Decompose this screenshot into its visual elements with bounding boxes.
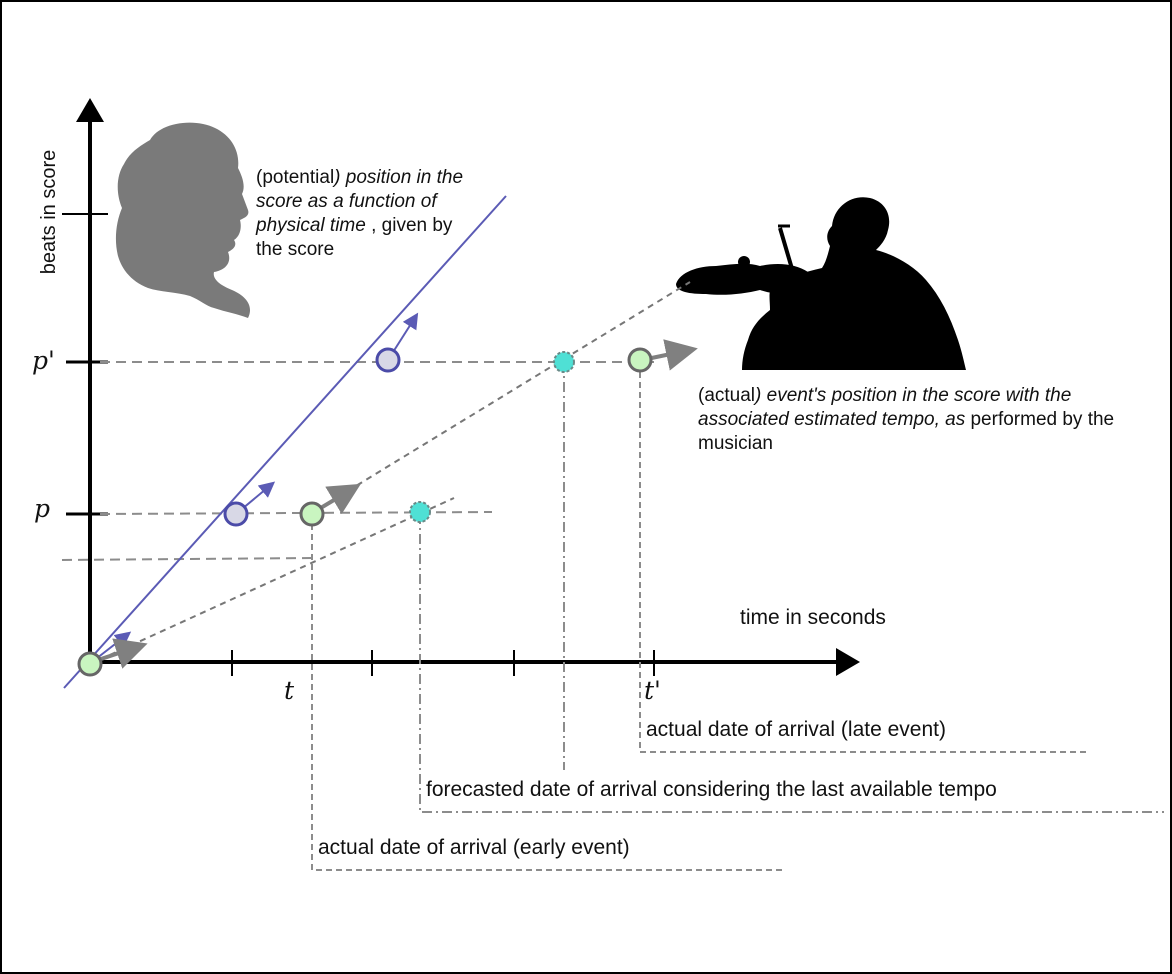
y-axis-label: beats in score [38, 149, 60, 275]
tempo-line-initial [89, 497, 455, 665]
drop-forecast [419, 514, 1164, 813]
early-arrival-label: actual date of arrival (early event) [318, 836, 630, 859]
y-axis [76, 98, 104, 668]
y-tick-label-p: p [34, 494, 51, 523]
tempo-line-updated [309, 281, 691, 515]
x-axis [86, 648, 860, 676]
score-point-p-prime [375, 347, 401, 373]
violinist-silhouette-icon [676, 197, 966, 370]
composer-silhouette-icon [115, 122, 251, 318]
event-point-early [299, 501, 325, 527]
drop-late-arrival [639, 362, 1086, 753]
event-point-late [627, 347, 653, 373]
event-point-origin [77, 651, 103, 677]
x-tick-label-t-prime: t' [644, 676, 661, 705]
forecast-point-p [409, 501, 431, 523]
late-arrival-label: actual date of arrival (late event) [646, 718, 946, 741]
guide-p [99, 511, 493, 515]
x-axis-label: time in seconds [740, 606, 886, 629]
score-position-note: (potential) position in the score as a f… [256, 167, 464, 260]
drop-early-arrival [311, 514, 784, 871]
guide-lower [61, 557, 317, 561]
score-point-p [223, 501, 249, 527]
x-tick-label-t: t [284, 676, 295, 705]
score-position-line [63, 195, 507, 689]
musician-event-note: (actual) event's position in the score w… [698, 385, 1115, 454]
forecast-point-p-prime [553, 351, 575, 373]
y-tick-label-p-prime: p' [32, 346, 55, 375]
forecast-label: forecasted date of arrival considering t… [426, 778, 997, 801]
